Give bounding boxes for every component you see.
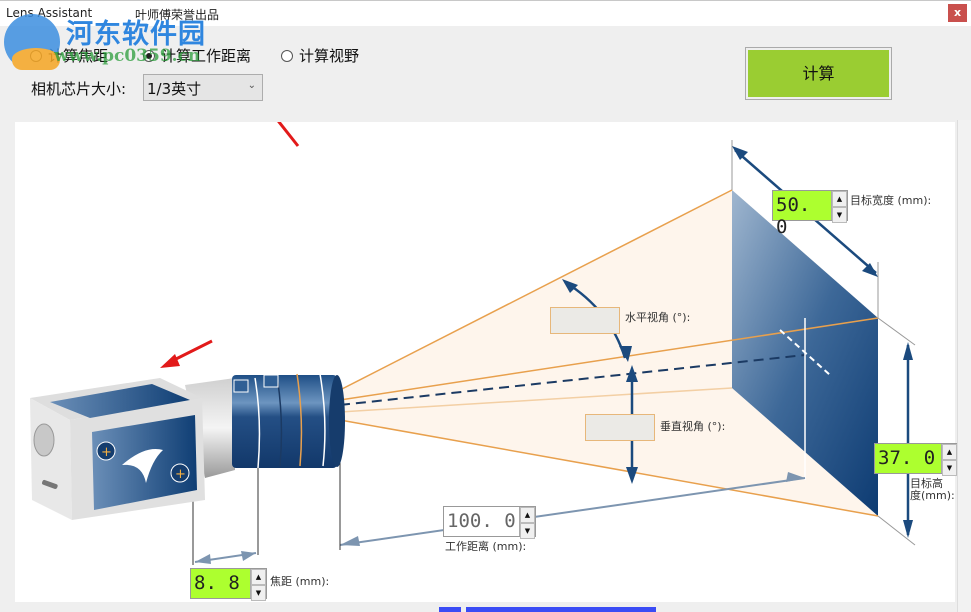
target-width-spinbox[interactable]: 50. 0 ▲▼ xyxy=(772,190,848,238)
vertical-angle-output xyxy=(585,414,655,441)
svg-text:+: + xyxy=(101,445,112,460)
target-height-input[interactable]: 37. 0 xyxy=(875,444,941,473)
spin-up-icon[interactable]: ▲ xyxy=(251,569,266,585)
right-edge-panel xyxy=(957,120,971,612)
spin-down-icon[interactable]: ▼ xyxy=(520,523,535,539)
radio-calc-working-distance[interactable]: 计算工作距离 xyxy=(143,45,251,66)
horizontal-angle-label: 水平视角 (°): xyxy=(625,311,691,324)
vertical-angle-label: 垂直视角 (°): xyxy=(660,420,726,433)
target-width-label: 目标宽度 (mm): xyxy=(850,194,932,207)
radio-label: 计算工作距离 xyxy=(161,47,252,65)
target-height-label-line1: 目标高 xyxy=(910,477,943,490)
spin-up-icon[interactable]: ▲ xyxy=(832,191,847,207)
focal-length-input[interactable]: 8. 8 xyxy=(191,569,250,598)
focal-length-label: 焦距 (mm): xyxy=(270,575,330,588)
target-height-label: 目标高 度(mm): xyxy=(910,478,955,502)
horizontal-angle-output xyxy=(550,307,620,334)
app-title: Lens Assistant xyxy=(6,6,93,20)
radio-label: 计算焦距 xyxy=(48,47,109,65)
working-distance-input[interactable]: 100. 0 xyxy=(447,510,516,532)
spin-down-icon[interactable]: ▼ xyxy=(251,585,266,601)
camera-fov-diagram: + + xyxy=(30,52,916,565)
radio-checked-icon[interactable] xyxy=(143,49,155,62)
radio-calc-focal-length[interactable]: 计算焦距 xyxy=(30,45,108,66)
spin-down-icon[interactable]: ▼ xyxy=(942,460,957,476)
spin-down-icon[interactable]: ▼ xyxy=(832,207,847,223)
spin-up-icon[interactable]: ▲ xyxy=(942,444,957,460)
sensor-size-select[interactable]: 1/3英寸 ⌄ xyxy=(143,74,263,101)
focal-length-spinbox[interactable]: 8. 8 ▲▼ xyxy=(190,568,267,601)
radio-calc-field-of-view[interactable]: 计算视野 xyxy=(281,45,359,66)
sensor-size-label: 相机芯片大小: xyxy=(31,80,127,98)
title-bar: Lens Assistant 叶师傅荣誉出品 x xyxy=(0,0,971,26)
spin-up-icon[interactable]: ▲ xyxy=(520,507,535,523)
taskbar-fragment xyxy=(439,607,461,612)
radio-icon[interactable] xyxy=(30,49,42,62)
calculate-button-label: 计算 xyxy=(748,50,889,97)
target-height-label-line2: 度(mm): xyxy=(910,489,955,502)
radio-label: 计算视野 xyxy=(299,47,360,65)
working-distance-label: 工作距离 (mm): xyxy=(445,540,527,553)
app-subtitle: 叶师傅荣誉出品 xyxy=(135,8,220,22)
target-width-input[interactable]: 50. 0 xyxy=(773,191,831,238)
target-height-spinbox[interactable]: 37. 0 ▲▼ xyxy=(874,443,958,476)
sensor-size-value: 1/3英寸 xyxy=(147,80,202,98)
close-button[interactable]: x xyxy=(948,4,967,22)
taskbar-fragment xyxy=(466,607,656,612)
calculate-button[interactable]: 计算 xyxy=(745,47,892,100)
radio-icon[interactable] xyxy=(281,49,293,62)
working-distance-spinbox[interactable]: 100. 0 ▲▼ xyxy=(443,506,536,539)
svg-text:+: + xyxy=(175,467,186,482)
chevron-down-icon: ⌄ xyxy=(247,80,256,91)
